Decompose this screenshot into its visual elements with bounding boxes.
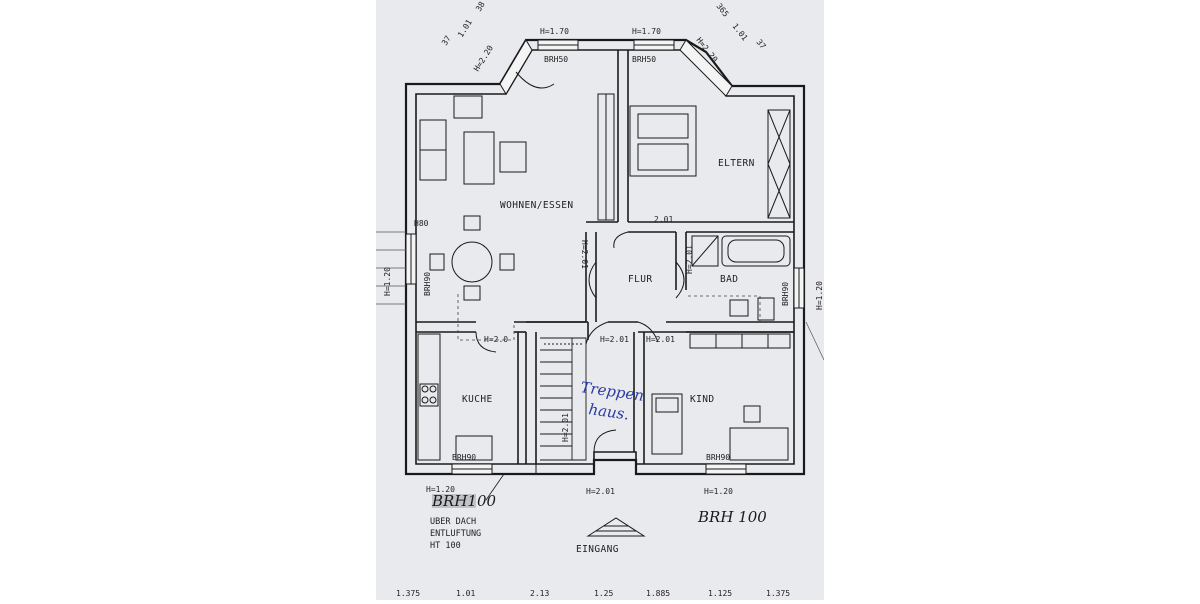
- interior-walls: [416, 50, 794, 464]
- dim-bottom-6: 1.125: [708, 589, 732, 598]
- dim-right-window-h: H=1.20: [815, 281, 824, 310]
- dim-kuche-window-h: H=1.20: [426, 485, 455, 494]
- note-treppenhaus-line2: haus.: [587, 400, 630, 423]
- room-label-flur: FLUR: [628, 274, 652, 285]
- dim-left-window-h: H=1.20: [383, 267, 392, 296]
- furniture: [417, 93, 791, 461]
- bad-toilet: [757, 297, 775, 321]
- dim-top-right-window: H=1.70: [632, 27, 661, 36]
- dim-stair-door: H=2.01: [600, 335, 629, 344]
- dim-bottom-7: 1.375: [766, 589, 790, 598]
- wohnen-coffee-table: [463, 131, 495, 185]
- door-swings: [475, 71, 685, 474]
- room-label-wohnen: WOHNEN/ESSEN: [500, 200, 573, 211]
- dim-right-brh: BRH90: [781, 282, 790, 306]
- vent-leader-line: [485, 473, 505, 501]
- bad-cabinet-row: [689, 333, 791, 349]
- bathtub: [721, 235, 791, 267]
- dim-kind-brh: BRH90: [706, 453, 730, 462]
- exterior-lines: [376, 231, 825, 361]
- dim-brh-top-right: BRH50: [632, 55, 656, 64]
- dining-table: [451, 241, 493, 283]
- kuche-sink: [455, 435, 493, 461]
- room-label-kuche: KUCHE: [462, 394, 493, 405]
- dim-bottom-1: 1.375: [396, 589, 420, 598]
- dim-stair-label: H=2.01: [561, 413, 570, 442]
- kuche-stove: [419, 383, 439, 407]
- bad-sink: [729, 299, 749, 317]
- dim-wohnen-door: H=2.0: [484, 335, 508, 344]
- note-vent-line2: ENTLUFTUNG: [430, 529, 481, 539]
- dim-brh-top-left: BRH50: [544, 55, 568, 64]
- eltern-double-bed: [629, 105, 697, 177]
- dim-bay-left-37: 37: [440, 34, 453, 47]
- paper-background: [376, 0, 824, 600]
- dim-bottom-5: 1.885: [646, 589, 670, 598]
- wohnen-chair: [499, 141, 527, 173]
- kind-desk: [729, 427, 789, 461]
- note-vent-line1: UBER DACH: [430, 517, 476, 527]
- note-brh-handwritten-left: BRH100: [431, 492, 496, 510]
- note-vent-line3: HT 100: [430, 541, 461, 551]
- marker-blot: [432, 494, 476, 508]
- note-entrance: EINGANG: [576, 544, 619, 555]
- dim-flur-door-left: H=2.01: [580, 240, 589, 269]
- dim-wohnen-h80: H80: [414, 219, 429, 228]
- bottom-dimension-row: 1.375 1.01 2.13 1.25 1.885 1.125 1.375: [396, 589, 790, 598]
- kuche-counter: [417, 333, 441, 461]
- staircase: [540, 337, 587, 461]
- room-label-bad: BAD: [720, 274, 738, 285]
- note-brh-handwritten-right: BRH 100: [697, 508, 767, 526]
- shower-tray: [691, 235, 719, 267]
- entrance-marker: [586, 517, 646, 537]
- dim-kind-window-h: H=1.20: [704, 487, 733, 496]
- dim-top-left-window: H=1.70: [540, 27, 569, 36]
- dim-bay-left-38: 38: [474, 0, 487, 13]
- floor-plan-sheet: WOHNEN/ESSEN ELTERN FLUR BAD KUCHE KIND …: [376, 0, 825, 600]
- floor-plan-drawing: WOHNEN/ESSEN ELTERN FLUR BAD KUCHE KIND …: [376, 0, 825, 600]
- windows: [405, 39, 805, 475]
- dim-bottom-4: 1.25: [594, 589, 613, 598]
- dim-kind-door: H=2.01: [646, 335, 675, 344]
- dim-bottom-2: 1.01: [456, 589, 475, 598]
- wohnen-armchair: [453, 95, 483, 119]
- kind-chair: [743, 405, 761, 423]
- dim-left-brh: BRH90: [423, 272, 432, 296]
- dim-bad-door: H=2.01: [685, 245, 694, 274]
- room-label-eltern: ELTERN: [718, 158, 755, 169]
- kind-bed: [651, 393, 683, 455]
- dim-bottom-3: 2.13: [530, 589, 549, 598]
- dim-kuche-brh: BRH90: [452, 453, 476, 462]
- dim-eltern-door: 2.01: [654, 215, 673, 224]
- dim-entrance-door: H=2.01: [586, 487, 615, 496]
- dashed-lines: [457, 294, 761, 341]
- room-label-kind: KIND: [690, 394, 714, 405]
